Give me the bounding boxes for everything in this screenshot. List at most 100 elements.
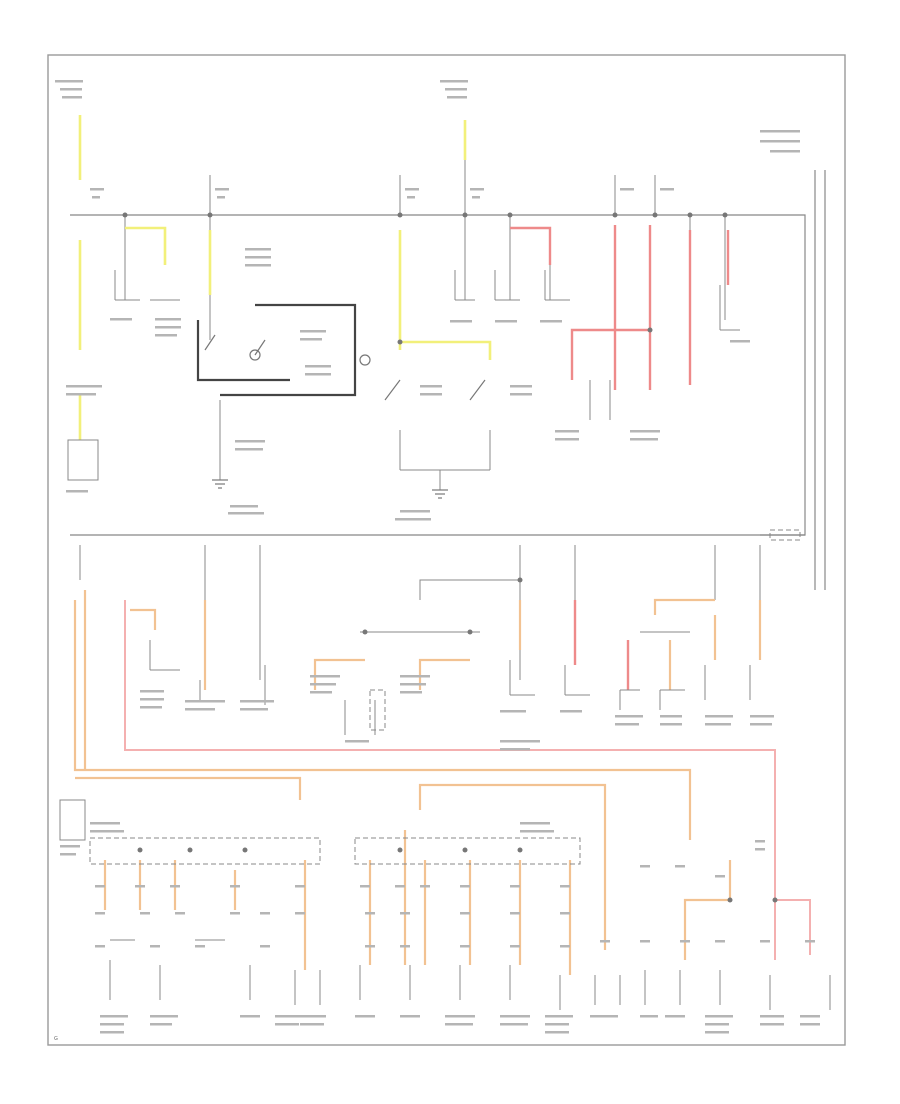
label-mark <box>295 912 305 915</box>
label-mark <box>510 912 520 915</box>
label-mark <box>310 683 336 686</box>
ground-id-label: G <box>54 1036 58 1042</box>
orange-wires <box>73 590 762 975</box>
label-mark <box>407 196 415 199</box>
label-mark <box>755 840 765 843</box>
dark-wires <box>196 303 357 397</box>
label-mark <box>140 690 164 693</box>
label-mark <box>185 700 225 703</box>
label-mark <box>705 1015 733 1018</box>
label-mark <box>400 510 430 513</box>
label-mark <box>470 188 484 191</box>
label-mark <box>95 945 105 948</box>
label-mark <box>770 150 800 153</box>
label-mark <box>715 875 725 878</box>
label-mark <box>555 438 579 441</box>
label-mark <box>100 1015 128 1018</box>
main-bus-bars <box>70 170 826 590</box>
label-mark <box>400 675 430 678</box>
label-mark <box>66 490 88 493</box>
label-mark <box>150 1023 172 1026</box>
label-mark <box>560 912 570 915</box>
label-mark <box>500 1015 530 1018</box>
label-mark <box>110 318 132 321</box>
label-mark <box>345 740 369 743</box>
label-mark <box>240 708 268 711</box>
label-mark <box>660 188 674 191</box>
label-mark <box>540 320 562 323</box>
label-mark <box>217 196 225 199</box>
label-mark <box>300 1015 326 1018</box>
label-mark <box>62 96 82 99</box>
label-mark <box>150 945 160 948</box>
label-mark <box>445 1023 473 1026</box>
label-mark <box>705 723 731 726</box>
label-mark <box>275 1023 299 1026</box>
label-mark <box>675 865 685 868</box>
label-mark <box>305 373 331 376</box>
label-mark <box>472 196 480 199</box>
label-mark <box>405 188 419 191</box>
label-mark <box>90 822 120 825</box>
label-mark <box>510 945 520 948</box>
label-mark <box>760 940 770 943</box>
label-mark <box>560 885 570 888</box>
label-mark <box>230 912 240 915</box>
red-wires <box>510 225 730 690</box>
label-mark <box>240 1015 260 1018</box>
label-mark <box>95 885 105 888</box>
label-mark <box>60 88 82 91</box>
label-mark <box>680 940 690 943</box>
label-mark <box>170 885 180 888</box>
label-mark <box>420 385 442 388</box>
pink-wires <box>124 600 811 960</box>
label-mark <box>750 723 772 726</box>
label-mark <box>760 140 800 143</box>
label-mark <box>260 945 270 948</box>
label-mark <box>310 675 340 678</box>
yellow-wires <box>78 115 492 440</box>
label-mark <box>420 885 430 888</box>
label-mark <box>300 330 326 333</box>
label-mark <box>705 715 733 718</box>
label-mark <box>395 518 431 521</box>
label-mark <box>660 715 682 718</box>
label-mark <box>140 706 162 709</box>
label-mark <box>300 338 322 341</box>
label-mark <box>520 822 550 825</box>
label-mark <box>460 912 470 915</box>
label-mark <box>215 188 229 191</box>
label-mark <box>195 945 205 948</box>
label-mark <box>800 1015 820 1018</box>
label-mark <box>155 318 181 321</box>
label-mark <box>400 683 426 686</box>
label-mark <box>90 830 124 833</box>
label-mark <box>760 1015 784 1018</box>
label-mark <box>400 912 410 915</box>
diagram-frame <box>47 54 846 1046</box>
label-mark <box>175 912 185 915</box>
label-mark <box>445 88 467 91</box>
switch-symbols <box>204 334 486 401</box>
label-mark <box>500 748 530 751</box>
label-mark <box>95 912 105 915</box>
label-mark <box>460 885 470 888</box>
label-mark <box>155 326 181 329</box>
label-mark <box>755 848 765 851</box>
label-mark <box>495 320 517 323</box>
splice-dots <box>122 212 778 903</box>
label-mark <box>245 264 271 267</box>
label-mark <box>230 505 258 508</box>
label-mark <box>66 385 102 388</box>
label-mark <box>420 393 442 396</box>
label-mark <box>395 885 405 888</box>
label-mark <box>92 196 100 199</box>
label-mark <box>100 1023 124 1026</box>
label-mark <box>100 1031 124 1034</box>
label-mark <box>245 256 271 259</box>
label-mark <box>640 940 650 943</box>
label-mark <box>615 715 643 718</box>
label-mark <box>235 440 265 443</box>
